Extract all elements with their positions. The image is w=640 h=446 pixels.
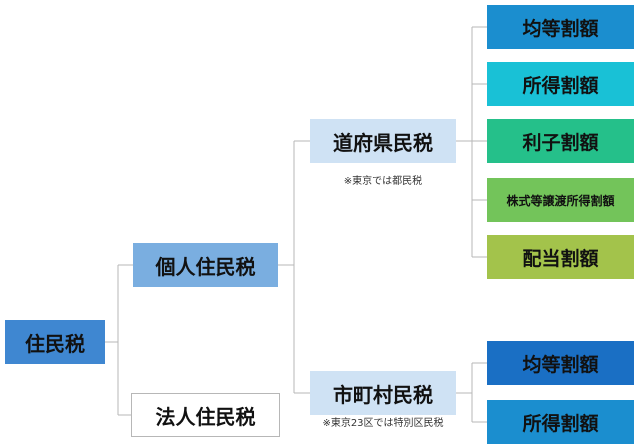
leaf-municipal-per-capita: 均等割額	[487, 341, 634, 385]
leaf-prefectural-dividend-levy: 配当割額	[487, 235, 634, 279]
node-label: 均等割額	[522, 353, 599, 376]
node-label: 住民税	[25, 331, 85, 356]
node-label: 配当割額	[522, 247, 599, 270]
node-municipal-tax: 市町村民税	[310, 371, 456, 415]
leaf-prefectural-interest-levy: 利子割額	[487, 119, 634, 163]
node-label: 所得割額	[522, 74, 599, 97]
leaf-prefectural-income-levy: 所得割額	[487, 62, 634, 106]
prefectural-tax-note: ※東京では都民税	[343, 176, 423, 187]
municipal-tax-note: ※東京23区では特別区民税	[322, 418, 444, 429]
node-individual-resident-tax: 個人住民税	[133, 243, 278, 287]
node-label: 法人住民税	[155, 404, 256, 429]
node-label: 個人住民税	[155, 254, 256, 279]
leaf-municipal-income-levy: 所得割額	[487, 400, 634, 444]
node-label: 株式等譲渡所得割額	[506, 193, 615, 208]
node-label: 利子割額	[522, 131, 599, 154]
node-prefectural-tax: 道府県民税	[310, 119, 456, 163]
node-label: 道府県民税	[333, 130, 433, 155]
node-resident-tax: 住民税	[5, 320, 105, 364]
node-label: 均等割額	[522, 17, 599, 40]
leaf-prefectural-per-capita: 均等割額	[487, 5, 634, 49]
node-corporate-resident-tax: 法人住民税	[131, 393, 280, 437]
node-label: 所得割額	[522, 412, 599, 435]
leaf-prefectural-stock-transfer-levy: 株式等譲渡所得割額	[487, 178, 634, 222]
node-label: 市町村民税	[333, 382, 433, 407]
